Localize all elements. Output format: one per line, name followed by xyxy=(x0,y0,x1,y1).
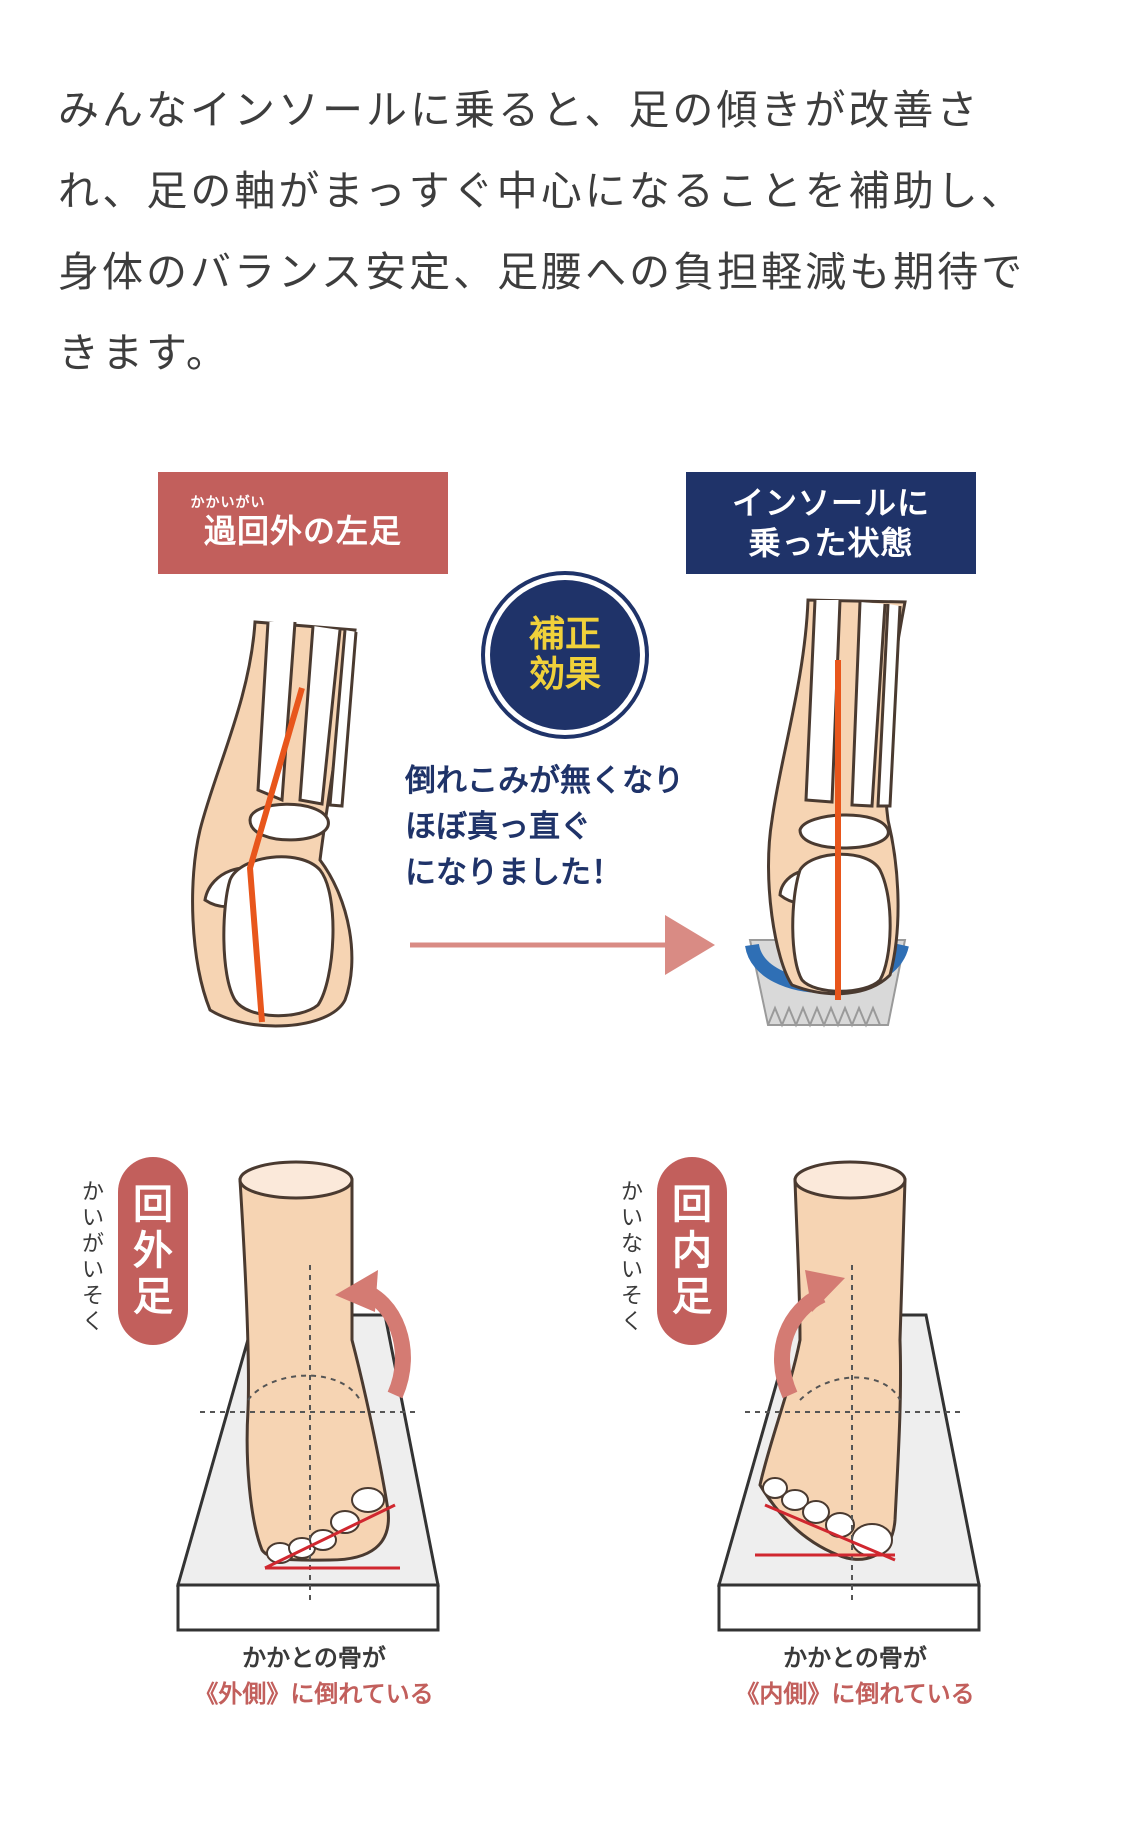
label-line-1: インソールに xyxy=(731,484,930,522)
furigana-char: か xyxy=(81,1180,104,1205)
furigana-char: い xyxy=(81,1206,104,1231)
label-char: 回 xyxy=(133,1182,173,1228)
insole-state-label: インソールに 乗った状態 xyxy=(686,472,976,574)
supination-furigana: か い が い そ く xyxy=(78,1180,108,1336)
supination-label: 回 外 足 xyxy=(118,1157,188,1345)
effect-line: になりました！ xyxy=(405,855,622,891)
intro-paragraph: みんなインソールに乗ると、足の傾きが改善さ れ、足の軸がまっすぐ中心になることを… xyxy=(58,70,1078,394)
effect-description: 倒れこみが無くなり ほぼ真っ直ぐ になりました！ xyxy=(405,758,745,896)
transition-arrow xyxy=(410,915,715,975)
pronation-foot-illustration xyxy=(717,1160,981,1632)
label-char: 足 xyxy=(672,1274,712,1320)
furigana-char: そ xyxy=(620,1284,643,1309)
furigana-char: い xyxy=(81,1258,104,1283)
supinated-left-foot-label: かかいがい 過回外の左足 xyxy=(158,472,448,574)
intro-line: れ、足の軸がまっすぐ中心になることを補助し、 xyxy=(58,167,1025,215)
furigana-char: い xyxy=(620,1258,643,1283)
intro-line: みんなインソールに乗ると、足の傾きが改善さ xyxy=(58,86,981,134)
effect-line: ほぼ真っ直ぐ xyxy=(405,809,591,845)
furigana-char: か xyxy=(620,1180,643,1205)
caption-line-2: 《内側》に倒れている xyxy=(735,1680,975,1708)
supinated-ankle-illustration xyxy=(191,620,358,1028)
caption-line-1: かかとの骨が xyxy=(242,1644,386,1672)
supination-caption: かかとの骨が 《外側》に倒れている xyxy=(164,1640,464,1712)
caption-line-2: 《外側》に倒れている xyxy=(194,1680,434,1708)
intro-line: きます。 xyxy=(58,329,230,377)
label-char: 内 xyxy=(672,1228,712,1274)
badge-line-2: 効果 xyxy=(528,654,601,695)
furigana-char: く xyxy=(81,1310,104,1335)
furigana-char: な xyxy=(620,1232,643,1257)
correction-effect-badge: 補正 効果 xyxy=(490,580,640,730)
label-char: 足 xyxy=(133,1274,173,1320)
label-ruby: かかいがい xyxy=(190,495,266,511)
supinated-axis-line xyxy=(246,687,305,1023)
intro-line: 身体のバランス安定、足腰への負担軽減も期待で xyxy=(58,248,1026,296)
furigana-char: く xyxy=(620,1310,643,1335)
pronation-caption: かかとの骨が 《内側》に倒れている xyxy=(705,1640,1005,1712)
label-char: 回 xyxy=(672,1182,712,1228)
label-char: 外 xyxy=(133,1228,173,1274)
badge-line-1: 補正 xyxy=(528,614,601,655)
label-line-2: 乗った状態 xyxy=(748,524,914,562)
insole-ankle-illustration xyxy=(745,598,909,1028)
pronation-label: 回 内 足 xyxy=(657,1157,727,1345)
supination-foot-illustration xyxy=(176,1160,440,1632)
furigana-char: が xyxy=(81,1232,104,1257)
furigana-char: そ xyxy=(81,1284,104,1309)
caption-line-1: かかとの骨が xyxy=(783,1644,927,1672)
furigana-char: い xyxy=(620,1206,643,1231)
effect-line: 倒れこみが無くなり xyxy=(405,763,684,799)
pronation-furigana: か い な い そ く xyxy=(617,1180,647,1336)
label-title: 過回外の左足 xyxy=(203,512,402,550)
